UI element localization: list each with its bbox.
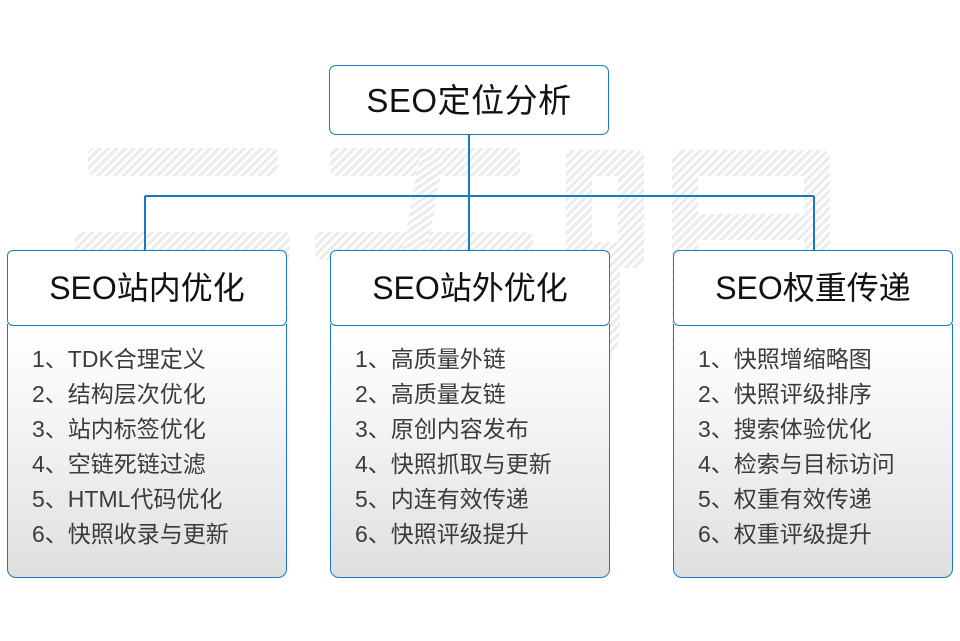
branch-column-on-site: SEO站内优化 1、TDK合理定义 2、结构层次优化 3、站内标签优化 4、空链… xyxy=(7,250,287,579)
list-item: 3、搜索体验优化 xyxy=(698,416,872,443)
list-item: 2、高质量友链 xyxy=(355,381,506,408)
list-item: 2、结构层次优化 xyxy=(32,381,206,408)
list-item: 5、权重有效传递 xyxy=(698,486,872,513)
branch-header-label: SEO权重传递 xyxy=(715,270,911,306)
list-item: 1、快照增缩略图 xyxy=(698,346,872,373)
list-item: 4、空链死链过滤 xyxy=(32,451,206,478)
branch-item-list: 1、快照增缩略图 2、快照评级排序 3、搜索体验优化 4、检索与目标访问 5、权… xyxy=(674,342,952,552)
list-item: 1、高质量外链 xyxy=(355,346,506,373)
branch-body-on-site: 1、TDK合理定义 2、结构层次优化 3、站内标签优化 4、空链死链过滤 5、H… xyxy=(7,324,287,579)
branch-item-list: 1、高质量外链 2、高质量友链 3、原创内容发布 4、快照抓取与更新 5、内连有… xyxy=(331,342,609,552)
branch-header-off-site[interactable]: SEO站外优化 xyxy=(330,250,610,326)
root-node[interactable]: SEO定位分析 xyxy=(329,65,609,135)
list-item: 6、权重评级提升 xyxy=(698,521,872,548)
list-item: 6、快照评级提升 xyxy=(355,521,529,548)
branch-header-label: SEO站内优化 xyxy=(49,270,245,306)
branch-body-weight-transfer: 1、快照增缩略图 2、快照评级排序 3、搜索体验优化 4、检索与目标访问 5、权… xyxy=(673,324,953,579)
list-item: 4、检索与目标访问 xyxy=(698,451,895,478)
list-item: 3、原创内容发布 xyxy=(355,416,529,443)
branch-header-weight-transfer[interactable]: SEO权重传递 xyxy=(673,250,953,326)
root-node-label: SEO定位分析 xyxy=(366,81,572,119)
list-item: 1、TDK合理定义 xyxy=(32,346,206,373)
list-item: 5、内连有效传递 xyxy=(355,486,529,513)
list-item: 5、HTML代码优化 xyxy=(32,486,223,513)
list-item: 2、快照评级排序 xyxy=(698,381,872,408)
branch-column-off-site: SEO站外优化 1、高质量外链 2、高质量友链 3、原创内容发布 4、快照抓取与… xyxy=(330,250,610,579)
list-item: 3、站内标签优化 xyxy=(32,416,206,443)
branch-header-label: SEO站外优化 xyxy=(372,270,568,306)
branch-body-off-site: 1、高质量外链 2、高质量友链 3、原创内容发布 4、快照抓取与更新 5、内连有… xyxy=(330,324,610,579)
branch-column-weight-transfer: SEO权重传递 1、快照增缩略图 2、快照评级排序 3、搜索体验优化 4、检索与… xyxy=(673,250,953,579)
list-item: 6、快照收录与更新 xyxy=(32,521,229,548)
list-item: 4、快照抓取与更新 xyxy=(355,451,552,478)
branch-header-on-site[interactable]: SEO站内优化 xyxy=(7,250,287,326)
branch-item-list: 1、TDK合理定义 2、结构层次优化 3、站内标签优化 4、空链死链过滤 5、H… xyxy=(8,342,286,552)
